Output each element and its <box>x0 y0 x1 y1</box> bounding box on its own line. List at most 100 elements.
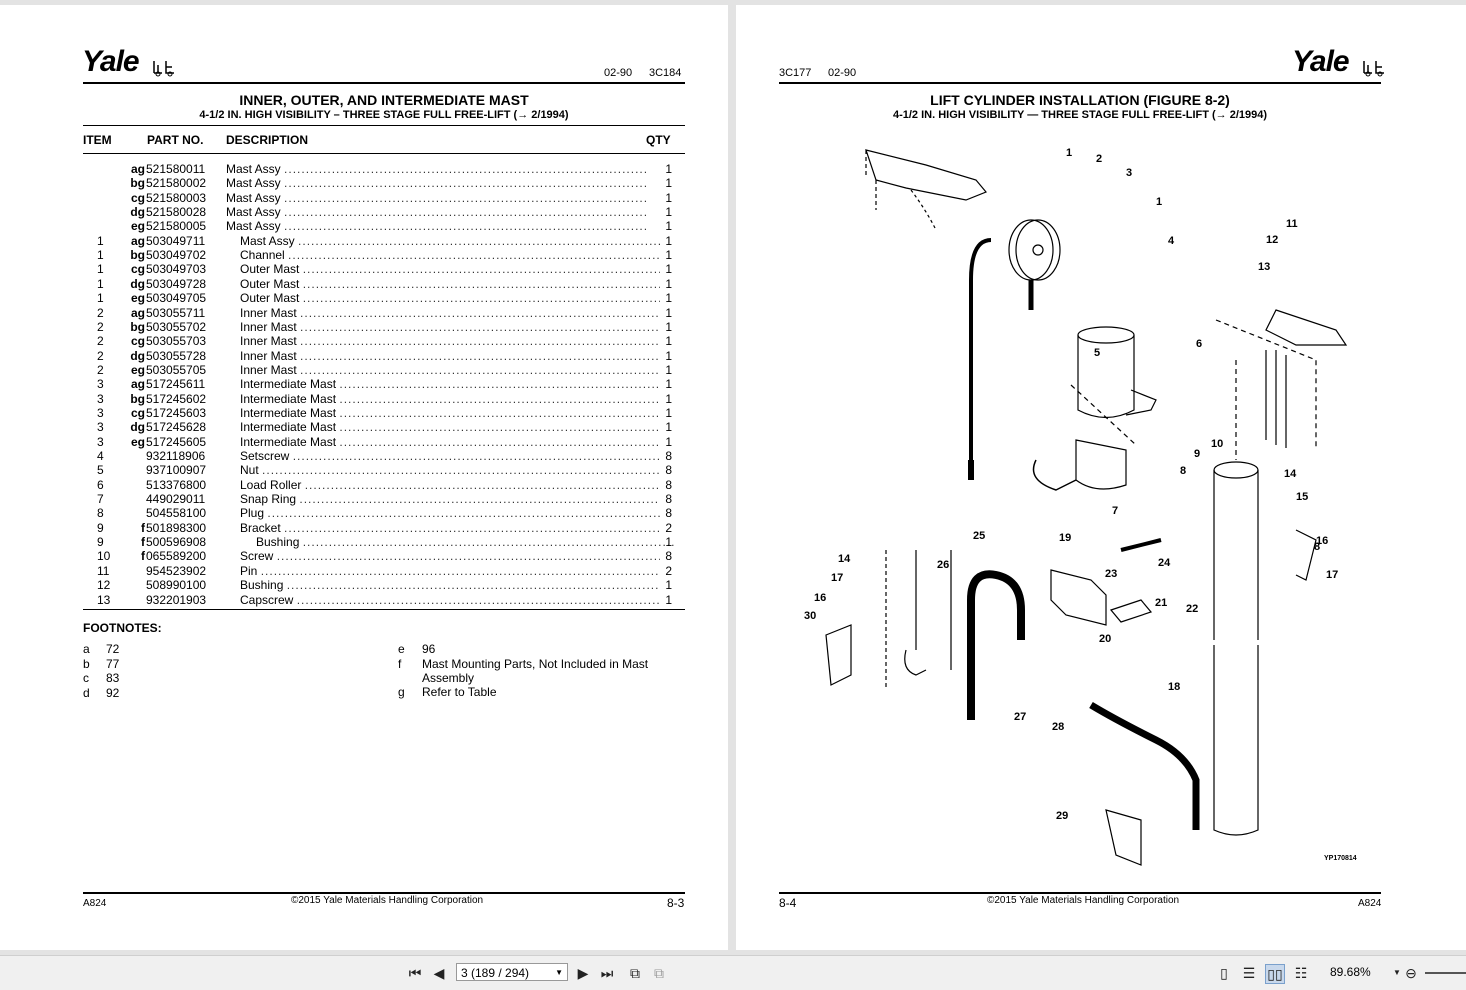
row-part-number: 517245603 <box>146 405 207 420</box>
row-description: Mast Assy ..............................… <box>226 176 646 191</box>
footer-page: 8-3 <box>667 896 685 910</box>
row-prefix: bg <box>130 391 145 406</box>
callout-label: 7 <box>1112 505 1119 517</box>
row-part-number: 517245602 <box>146 391 207 406</box>
zoom-dropdown-icon[interactable]: ▼ <box>1393 968 1401 977</box>
next-view-icon[interactable]: ⧉ <box>654 965 664 981</box>
page-indicator: 3 (189 / 294) <box>461 966 530 980</box>
row-prefix: ag <box>130 377 145 392</box>
callout-label: 22 <box>1186 603 1199 615</box>
row-description: Channel ................................… <box>240 248 660 263</box>
footnote-key: f <box>398 657 402 671</box>
table-end-rule <box>83 609 685 610</box>
figure-subtitle: 4-1/2 IN. HIGH VISIBILITY — THREE STAGE … <box>892 109 1268 121</box>
page-select[interactable]: 3 (189 / 294) ▼ <box>456 963 568 981</box>
row-part-number: 932118906 <box>146 449 206 463</box>
yale-logo-left: Yale <box>82 45 174 79</box>
zoom-level[interactable]: 89.68% <box>1330 965 1371 979</box>
right-page: 3C177 02-90 Yale LIFT CYLINDER INSTALLAT… <box>736 5 1466 950</box>
prev-page-icon[interactable]: ◀ <box>433 965 445 981</box>
bracket-30 <box>825 624 852 686</box>
row-item: 2 <box>97 305 104 320</box>
chevron-down-icon: ▼ <box>555 968 563 977</box>
footer-copyright: ©2015 Yale Materials Handling Corporatio… <box>291 895 484 906</box>
continuous-page-icon[interactable]: ☰ <box>1242 965 1256 981</box>
row-item: 3 <box>97 391 104 406</box>
row-prefix: ag <box>130 233 145 248</box>
row-part-number: 517245628 <box>146 420 207 435</box>
single-page-icon[interactable]: ▯ <box>1220 965 1228 981</box>
header-code: 3C177 <box>779 67 812 79</box>
row-qty: 1 <box>665 434 672 449</box>
row-prefix: f <box>141 535 145 550</box>
first-page-icon[interactable]: ⏮ <box>408 965 422 981</box>
callout-label: 5 <box>1094 347 1101 359</box>
row-qty: 1 <box>665 162 672 176</box>
row-part-number: 503049703 <box>146 262 207 277</box>
footnote-value: Mast Mounting Parts, Not Included in Mas… <box>422 657 649 685</box>
row-part-number: 521580005 <box>146 219 207 234</box>
row-item: 8 <box>97 506 104 521</box>
facing-page-icon[interactable]: ▯▯ <box>1265 964 1285 984</box>
row-qty: 1 <box>665 276 672 291</box>
row-item: 10 <box>97 549 111 564</box>
callout-label: 1 <box>1066 147 1073 159</box>
row-item: 9 <box>97 520 104 535</box>
row-description: Snap Ring ..............................… <box>240 492 660 507</box>
row-description: Inner Mast .............................… <box>240 334 660 349</box>
row-item: 1 <box>97 276 104 291</box>
callout-label: 26 <box>937 559 950 571</box>
header-code: 3C184 <box>649 67 682 79</box>
row-part-number: 521580002 <box>146 176 207 191</box>
row-prefix: dg <box>130 205 145 220</box>
row-item: 7 <box>97 492 104 507</box>
callout-label: 3 <box>1126 167 1133 179</box>
row-item: 1 <box>97 233 104 248</box>
row-qty: 1 <box>665 420 672 435</box>
row-description: Inner Mast .............................… <box>240 348 660 363</box>
next-page-icon[interactable]: ▶ <box>577 965 589 981</box>
row-description: Bushing ................................… <box>256 535 676 550</box>
row-part-number: 503049711 <box>146 233 206 248</box>
footnote-value: 77 <box>106 656 120 671</box>
callout-label: 13 <box>1258 261 1271 273</box>
row-part-number: 503055705 <box>146 362 207 377</box>
row-part-number: 932201903 <box>146 592 207 607</box>
row-description: Capscrew ...............................… <box>240 592 660 607</box>
footnote-key: d <box>83 685 90 700</box>
callout-label: 17 <box>831 572 844 584</box>
zoom-slider[interactable] <box>1425 972 1466 974</box>
row-qty: 8 <box>665 463 672 478</box>
prev-view-icon[interactable]: ⧉ <box>630 965 640 981</box>
row-part-number: 503055702 <box>146 319 207 334</box>
row-description: Mast Assy ..............................… <box>226 190 646 205</box>
zoom-out-icon[interactable]: ⊖ <box>1405 965 1417 981</box>
logo-text: Yale <box>82 45 140 78</box>
forklift-icon <box>1363 61 1384 77</box>
last-page-icon[interactable]: ⏭ <box>600 965 614 981</box>
row-qty: 8 <box>665 506 672 521</box>
footer-copyright: ©2015 Yale Materials Handling Corporatio… <box>987 895 1180 906</box>
row-item: 13 <box>97 592 111 607</box>
row-item: 1 <box>97 262 104 277</box>
row-qty: 1 <box>665 291 672 306</box>
row-qty: 1 <box>665 334 672 349</box>
continuous-facing-icon[interactable]: ☷ <box>1294 965 1308 981</box>
row-qty: 1 <box>665 305 672 320</box>
footer-page: 8-4 <box>779 896 797 910</box>
row-item: 2 <box>97 319 104 334</box>
row-part-number: 503055711 <box>146 305 206 320</box>
row-description: Setscrew ...............................… <box>240 449 660 463</box>
row-description: Intermediate Mast ......................… <box>240 405 660 420</box>
row-qty: 1 <box>665 176 672 191</box>
row-prefix: eg <box>130 219 145 234</box>
forklift-icon <box>153 61 174 77</box>
